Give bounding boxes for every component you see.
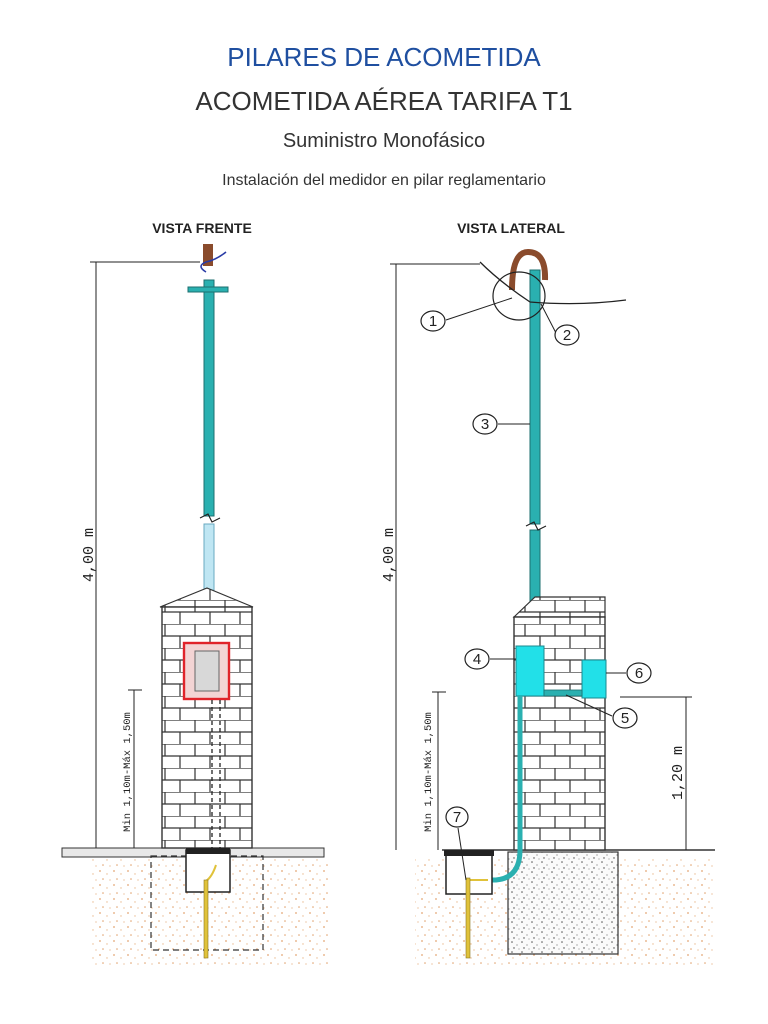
front-pillar-roof [159, 587, 254, 608]
page-subtitle: ACOMETIDA AÉREA TARIFA T1 [195, 86, 573, 116]
side-mast-hook [509, 248, 549, 291]
callout-2-label: 2 [563, 327, 571, 344]
side-meter-box [515, 645, 545, 697]
installation-description: Instalación del medidor en pilar reglame… [222, 172, 546, 189]
front-view-label: VISTA FRENTE [152, 220, 252, 236]
side-mast-upper [529, 269, 541, 525]
callout-5-label: 5 [621, 710, 629, 727]
side-view-label: VISTA LATERAL [457, 220, 565, 236]
side-ground-conduit [488, 696, 523, 883]
supply-type: Suministro Monofásico [282, 130, 486, 152]
callout-5-leader [565, 694, 613, 717]
front-minmax-label: Min 1,10m-Máx 1,50m [122, 712, 134, 832]
page-title: PILARES DE ACOMETIDA [227, 42, 541, 72]
side-clamp-highlight [492, 271, 546, 321]
side-service-cable [479, 261, 627, 305]
side-mast-break [525, 521, 547, 531]
front-height-label: 4,00 m [81, 528, 98, 582]
front-mast-top [203, 244, 213, 266]
side-cabinet-height-label: 1,20 m [670, 746, 687, 800]
side-concrete-foundation [507, 851, 619, 955]
callout-2: 2 [554, 324, 580, 346]
front-service-cable [200, 251, 227, 273]
callout-2-leader [540, 303, 557, 334]
front-view: VISTA FRENTE 4,00 m [61, 220, 330, 968]
front-mast-clamp [187, 286, 229, 293]
side-ground-rod [465, 877, 471, 959]
side-minmax-label: Min 1,10m-Máx 1,50m [423, 712, 435, 832]
callout-3: 3 [472, 413, 498, 435]
callout-6: 6 [626, 662, 652, 684]
callout-4-label: 4 [473, 651, 481, 668]
front-ground-chamber-lid [186, 848, 230, 854]
callout-1-leader [445, 297, 513, 321]
callout-3-label: 3 [481, 416, 489, 433]
side-view: VISTA LATERAL 4,00 m [381, 220, 715, 968]
front-mast-lower [203, 523, 215, 591]
callout-4: 4 [464, 648, 490, 670]
side-breaker-box [581, 659, 607, 699]
callout-1: 1 [420, 310, 446, 332]
callout-7: 7 [445, 806, 469, 828]
callout-5: 5 [612, 707, 638, 729]
callout-7-leader [457, 827, 467, 881]
front-mast-break [199, 513, 221, 523]
front-mast-upper [203, 279, 215, 517]
side-height-label: 4,00 m [381, 528, 398, 582]
side-pillar-roof [512, 596, 606, 618]
callout-6-label: 6 [635, 665, 643, 682]
callout-1-label: 1 [429, 313, 437, 330]
side-ground-chamber-lid [444, 850, 494, 856]
callout-7-label: 7 [453, 809, 461, 826]
front-meter-window [194, 650, 220, 692]
side-connection-pipe [543, 689, 583, 697]
front-ground-rod [203, 879, 209, 959]
